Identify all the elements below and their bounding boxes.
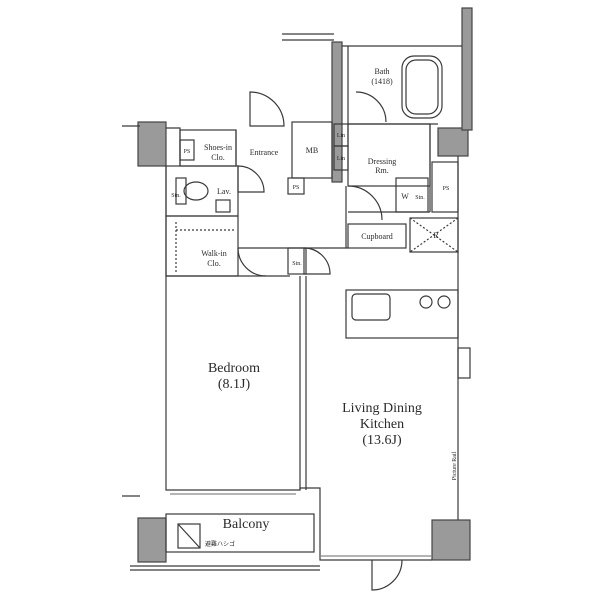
label-dressing-rm: Rm.	[375, 166, 389, 175]
label-w: W	[401, 192, 409, 201]
toilet-bowl	[183, 181, 209, 201]
ps-right	[431, 161, 459, 213]
cupboard	[347, 223, 407, 249]
window-right	[457, 347, 471, 379]
kitchen-sink	[351, 293, 391, 321]
label-stn-1: Stn.	[415, 195, 425, 201]
label-shoes-in: Shoes-in	[204, 143, 232, 152]
door-swing-bedroom	[303, 247, 331, 275]
bathtub-inner	[405, 59, 439, 115]
fridge-diag2	[409, 217, 459, 253]
kitchen-counter	[345, 289, 459, 339]
label-bath-size: (1418)	[371, 77, 393, 86]
label-balcony: Balcony	[223, 517, 270, 532]
right-column-bottom	[431, 519, 471, 561]
label-cupboard: Cupboard	[361, 232, 393, 241]
label-ps-left: PS	[184, 149, 191, 155]
mb-closet	[291, 121, 333, 179]
stove-burner-2	[437, 295, 451, 309]
walk-in-closet	[165, 215, 239, 277]
label-picture-rail: Picture Rail	[452, 451, 458, 480]
bathtub	[401, 55, 443, 119]
label-walk-clo: Clo.	[207, 259, 221, 268]
door-swing-entrance	[249, 91, 285, 127]
label-ldk-1: Living Dining	[342, 401, 422, 416]
hatch	[177, 523, 201, 549]
fridge-space	[409, 217, 459, 253]
label-bath: Bath	[374, 67, 389, 76]
left-column-bottom	[137, 517, 167, 563]
balcony-area	[165, 513, 315, 553]
label-ldk-size: (13.6J)	[362, 433, 402, 448]
label-ldk-2: Kitchen	[360, 417, 404, 432]
dressing-room	[347, 123, 431, 187]
label-r: R	[433, 231, 439, 240]
label-ps-right: PS	[443, 186, 450, 192]
label-sin: Stn.	[171, 193, 181, 199]
hatch-diag	[177, 523, 201, 549]
stove-burner-1	[419, 295, 433, 309]
label-entrance: Entrance	[250, 148, 279, 157]
top-column	[331, 41, 343, 183]
label-lin-2: Lin	[337, 156, 345, 162]
left-column	[137, 121, 167, 167]
label-dressing: Dressing	[368, 157, 396, 166]
door-swing-lav	[237, 165, 265, 193]
label-lin-1: Lin	[337, 133, 345, 139]
label-bedroom: Bedroom	[208, 361, 260, 376]
label-hatch: 避難ハシゴ	[205, 540, 235, 548]
door-swing-balcony	[371, 559, 403, 591]
door-swing-bath	[355, 91, 387, 123]
outer-wall	[165, 166, 432, 561]
label-walk-in: Walk-in	[201, 249, 227, 258]
label-lav: Lav.	[217, 187, 231, 196]
label-bedroom-size: (8.1J)	[218, 377, 251, 392]
right-wall-top	[461, 7, 473, 131]
door-swing-dressing	[347, 185, 383, 221]
outer-wall-top-left	[166, 127, 181, 166]
label-shoes-clo: Clo.	[211, 153, 225, 162]
label-ps-small: PS	[293, 185, 300, 191]
ps-small	[287, 177, 305, 195]
label-mb: MB	[306, 146, 318, 155]
right-column	[437, 127, 469, 157]
ps-left	[179, 139, 195, 161]
toilet-tank	[175, 177, 187, 205]
label-stn-2: Stn.	[292, 261, 302, 267]
door-swing-hall	[237, 247, 267, 277]
lav-sink	[215, 199, 231, 213]
